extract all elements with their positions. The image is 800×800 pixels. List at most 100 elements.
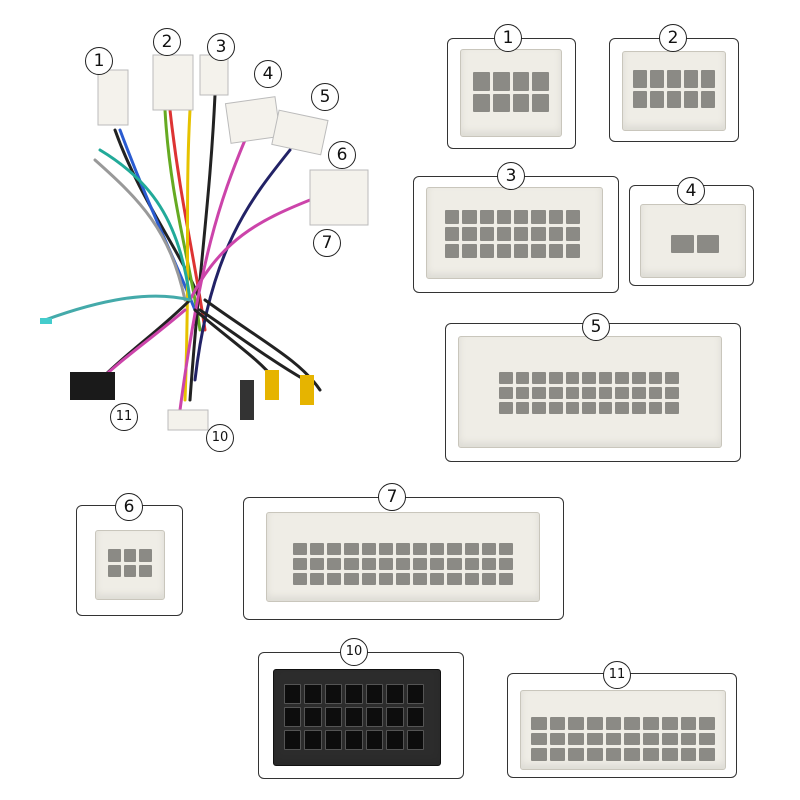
pin-slot xyxy=(378,573,393,585)
pin-slot xyxy=(632,387,646,399)
harness-label-6: 6 xyxy=(328,141,356,169)
connector-1 xyxy=(460,49,562,137)
pin-slot xyxy=(515,402,530,414)
pin-grid xyxy=(671,235,719,253)
pin-slot xyxy=(304,684,322,704)
connector-11-panel xyxy=(507,673,737,778)
pin-slot xyxy=(464,573,479,585)
pin-slot xyxy=(587,732,603,746)
pin-slot xyxy=(684,90,698,108)
pin-slot xyxy=(464,543,479,555)
pin-slot xyxy=(462,244,477,258)
connector-label-2: 2 xyxy=(659,24,687,52)
pin-slot xyxy=(632,402,646,414)
pin-slot xyxy=(582,387,596,399)
pin-slot xyxy=(378,543,393,555)
pin-slot xyxy=(565,227,580,241)
pin-slot xyxy=(598,372,613,384)
pin-slot xyxy=(284,684,302,704)
pin-slot xyxy=(650,70,664,88)
pin-grid xyxy=(473,72,549,112)
pin-slot xyxy=(665,387,679,399)
pin-slot xyxy=(498,558,513,570)
connector-label-6: 6 xyxy=(115,493,143,521)
pin-grid xyxy=(108,549,152,577)
connector-4-panel xyxy=(629,185,754,286)
pin-slot xyxy=(284,707,302,727)
pin-slot xyxy=(345,730,363,750)
pin-slot xyxy=(515,372,530,384)
wiring-harness-photo xyxy=(40,54,369,431)
connector-3 xyxy=(426,187,603,279)
pin-slot xyxy=(304,707,322,727)
pin-slot xyxy=(680,732,697,746)
pin-slot xyxy=(514,210,529,224)
pin-slot xyxy=(293,558,308,570)
pin-slot xyxy=(324,730,343,750)
pin-slot xyxy=(406,684,424,704)
connector-6-panel xyxy=(76,505,183,616)
pin-slot xyxy=(514,227,529,241)
pin-slot xyxy=(496,227,511,241)
pin-slot xyxy=(378,558,393,570)
pin-slot xyxy=(615,402,630,414)
pin-slot xyxy=(492,93,510,112)
pin-slot xyxy=(667,70,681,88)
connector-2 xyxy=(622,51,726,131)
pin-slot xyxy=(548,210,563,224)
pin-slot xyxy=(565,402,580,414)
pin-slot xyxy=(344,573,359,585)
pin-slot xyxy=(473,93,490,112)
pin-slot xyxy=(310,558,325,570)
pin-slot xyxy=(548,244,563,258)
pin-slot xyxy=(699,748,715,761)
pin-slot xyxy=(531,227,546,241)
pin-slot xyxy=(667,90,681,108)
pin-slot xyxy=(499,372,513,384)
pin-slot xyxy=(139,564,152,577)
connector-10-panel xyxy=(258,652,464,779)
pin-slot xyxy=(531,748,547,761)
pin-slot xyxy=(568,748,585,761)
pin-slot xyxy=(327,558,342,570)
pin-slot xyxy=(568,732,585,746)
pin-slot xyxy=(365,730,384,750)
pin-slot xyxy=(549,748,566,761)
pin-slot xyxy=(661,748,678,761)
pin-slot xyxy=(696,235,719,253)
pin-slot xyxy=(365,707,384,727)
pin-slot xyxy=(395,558,411,570)
pin-slot xyxy=(548,372,563,384)
pin-slot xyxy=(633,90,647,108)
pin-slot xyxy=(499,387,513,399)
pin-slot xyxy=(479,227,494,241)
connector-2-panel xyxy=(609,38,739,142)
pin-slot xyxy=(532,372,546,384)
pin-slot xyxy=(680,717,697,730)
harness-label-10: 10 xyxy=(206,424,234,452)
pin-slot xyxy=(532,93,549,112)
pin-slot xyxy=(108,549,121,562)
pin-slot xyxy=(324,684,343,704)
pin-slot xyxy=(496,244,511,258)
pin-slot xyxy=(445,210,460,224)
pin-grid xyxy=(633,70,715,108)
pin-slot xyxy=(395,573,411,585)
pin-slot xyxy=(386,707,404,727)
pin-slot xyxy=(481,543,496,555)
harness-label-5: 5 xyxy=(311,83,339,111)
pin-slot xyxy=(565,372,580,384)
pin-slot xyxy=(123,564,137,577)
pin-grid xyxy=(445,210,580,258)
pin-slot xyxy=(361,543,376,555)
pin-slot xyxy=(512,72,530,91)
pin-slot xyxy=(598,387,613,399)
pin-slot xyxy=(615,387,630,399)
pin-slot xyxy=(598,402,613,414)
pin-slot xyxy=(648,402,663,414)
pin-slot xyxy=(386,684,404,704)
pin-slot xyxy=(324,707,343,727)
connector-label-5: 5 xyxy=(582,313,610,341)
pin-slot xyxy=(661,732,678,746)
pin-slot xyxy=(531,732,547,746)
